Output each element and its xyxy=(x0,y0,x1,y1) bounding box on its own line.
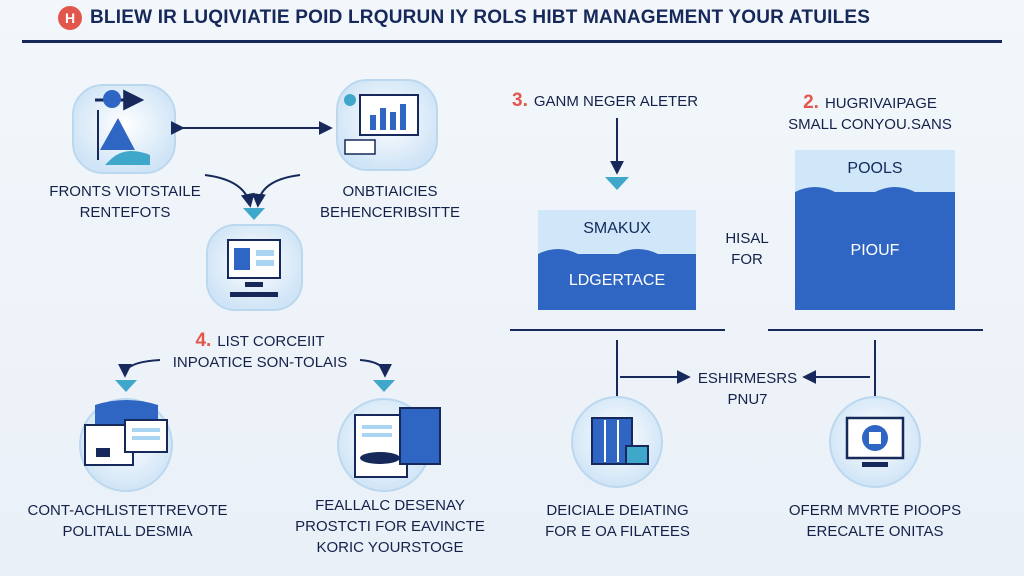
book-pages-icon xyxy=(337,398,441,492)
node-bottom-center-label: FEALLALC DESENAY PROSTCTI FOR EAVINCTE K… xyxy=(295,497,485,556)
secure-monitor-icon xyxy=(829,396,921,488)
header-badge: H xyxy=(58,6,82,30)
node-bottom-right-a-label: DEICIALE DEIATING FOR E OA FILATEES xyxy=(545,502,690,540)
curve-right xyxy=(251,174,301,208)
tank-large-top-label: POOLS xyxy=(847,160,903,177)
tank-large: POOLS PIOUF xyxy=(795,150,955,310)
step-number-4: 4. xyxy=(195,330,212,351)
computer-monitor-icon xyxy=(206,224,303,311)
tank-small-top-label: SMAKUX xyxy=(583,220,651,237)
page-title: BLIEW IR LUQIVIATIE POID LRQURUN IY ROLS… xyxy=(90,7,871,28)
tri-center xyxy=(373,380,395,392)
chart-growth-icon xyxy=(72,84,176,174)
node-list-label: 4.LIST CORCEIIT INPOATICE SON-TOLAIS xyxy=(172,330,348,371)
node-top-center-label: ONBTIAICIES BEHENCERIBSITTE xyxy=(319,183,461,221)
tank-small: SMAKUX LDGERTACE xyxy=(538,210,696,310)
curve-to-bottom-left xyxy=(118,359,161,378)
down-triangle xyxy=(243,208,265,220)
node-top-left-label: FRONTS VIOTSTAILE RENTEFOTS xyxy=(49,183,201,221)
middle-label: HISAL FOR xyxy=(725,230,769,268)
curve-to-bottom-center xyxy=(359,359,392,378)
tank-large-bottom-label: PIOUF xyxy=(850,242,900,259)
title-underline xyxy=(22,40,1002,43)
tri-left xyxy=(115,380,137,392)
tank-small-bottom-label: LDGERTACE xyxy=(568,272,666,289)
connector-label: ESHIRMESRS PNU7 xyxy=(697,370,798,408)
document-tablet-icon xyxy=(79,398,173,492)
node-bottom-right-b-label: OFERM MVRTE PIOOPS ERECALTE ONITAS xyxy=(788,502,962,540)
tri-step3 xyxy=(605,177,629,190)
step3-heading: 3.GANM NEGER ALETER xyxy=(512,90,699,111)
node-bottom-left-label: CONT-ACHLISTETTREVOTE POLITALL DESMIA xyxy=(27,502,228,540)
storage-tank-icon xyxy=(571,396,663,488)
dashboard-monitor-icon xyxy=(336,79,438,171)
curve-left xyxy=(204,174,255,208)
step2-heading: 2.HUGRIVAIPAGE SMALL CONYOU.SANS xyxy=(788,92,952,133)
